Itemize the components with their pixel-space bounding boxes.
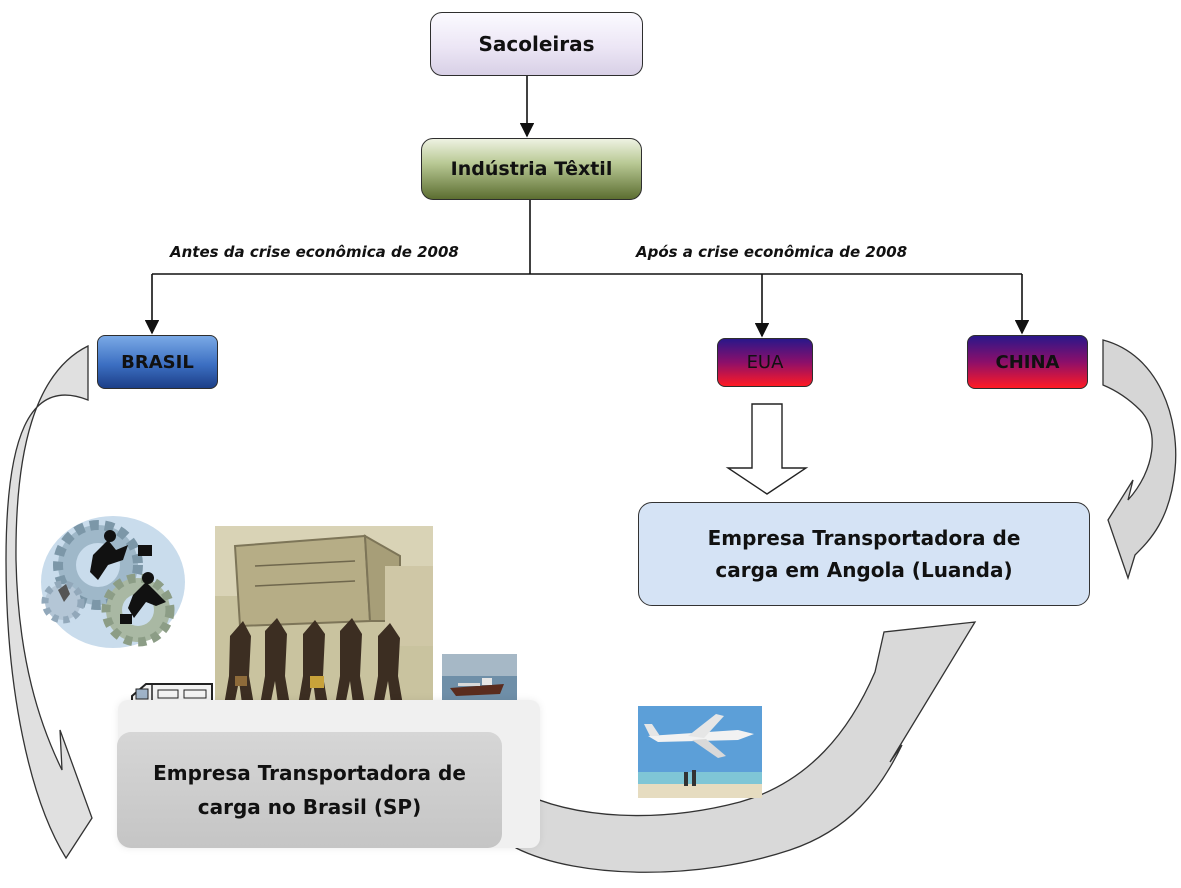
curved-arrow-china-to-angola — [1102, 339, 1177, 581]
node-industria-textil: Indústria Têxtil — [421, 138, 642, 200]
node-sacoleiras: Sacoleiras — [430, 12, 643, 76]
block-arrow-eua-to-angola — [725, 403, 809, 495]
label-before-crisis: Antes da crise econômica de 2008 — [170, 243, 459, 261]
node-eua: EUA — [717, 338, 813, 387]
node-angola-label: Empresa Transportadora de carga em Angol… — [707, 526, 1021, 582]
airplane-beach-image — [638, 706, 762, 798]
curved-arrow-brasil-to-sp — [5, 344, 93, 860]
node-angola-transport: Empresa Transportadora de carga em Angol… — [638, 502, 1090, 606]
node-china: CHINA — [967, 335, 1088, 389]
node-china-label: CHINA — [995, 351, 1060, 373]
cargo-ship-image — [442, 654, 517, 709]
node-brasil: BRASIL — [97, 335, 218, 389]
node-sp-label: Empresa Transportadora de carga no Brasi… — [153, 761, 466, 819]
node-eua-label: EUA — [746, 352, 784, 373]
node-sp-transport: Empresa Transportadora de carga no Brasi… — [117, 732, 502, 848]
node-sacoleiras-label: Sacoleiras — [478, 32, 595, 56]
node-industria-label: Indústria Têxtil — [450, 158, 613, 180]
porters-painting-image — [215, 526, 433, 716]
node-brasil-label: BRASIL — [121, 351, 194, 373]
curved-arrow-sp-to-angola — [515, 621, 977, 873]
label-after-crisis: Após a crise econômica de 2008 — [636, 243, 908, 261]
business-people-gears-image — [38, 510, 188, 655]
